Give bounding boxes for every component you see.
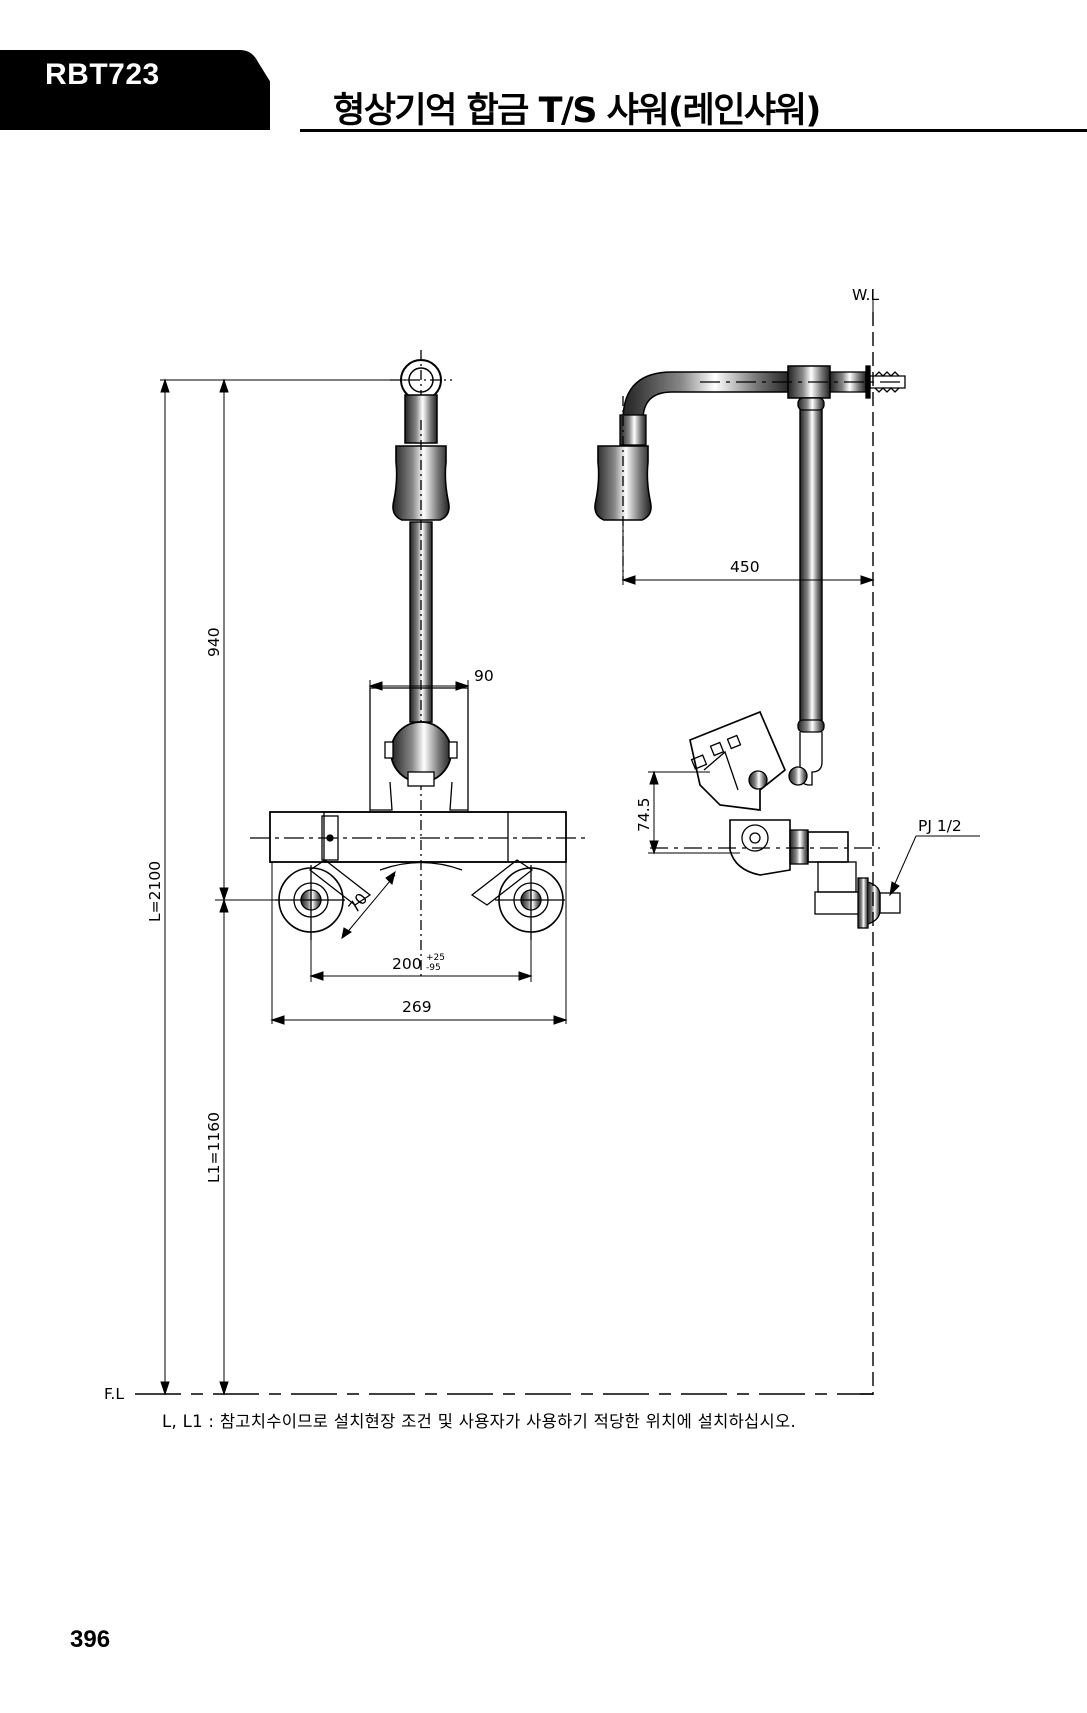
dim-inlet-spacing: 200 — [392, 955, 422, 973]
wall-line-label: W.L — [852, 286, 879, 304]
installation-note: L, L1 : 참고치수이므로 설치현장 조건 및 사용자가 사용하기 적당한 … — [162, 1412, 797, 1431]
dim-lower-height: L1=1160 — [205, 1112, 223, 1183]
model-tab — [0, 50, 270, 130]
dim-total-height: L=2100 — [146, 861, 164, 922]
dim-pipe-offset: 90 — [474, 667, 494, 685]
mixer-body-front — [269, 811, 567, 863]
connection-label: PJ 1/2 — [918, 817, 962, 835]
floor-line-label: F.L — [104, 1385, 124, 1403]
dim-side-height: 74.5 — [635, 797, 653, 832]
dim-arm-reach: 450 — [730, 558, 760, 576]
dim-handle-angle: 70 — [345, 890, 371, 917]
mixer-body-side — [689, 710, 787, 811]
dim-upper-height: 940 — [205, 627, 223, 657]
header-rule — [300, 129, 1087, 132]
riser-pipe-side — [799, 397, 823, 724]
dim-body-width: 269 — [402, 998, 432, 1016]
page-number: 396 — [70, 1626, 111, 1653]
page-title: 형상기억 합금 T/S 샤워(레인샤워) — [333, 91, 821, 131]
model-code: RBT723 — [45, 58, 160, 91]
shower-arm-side — [622, 371, 791, 421]
dim-inlet-tol-upper: +25 — [426, 953, 445, 963]
dim-inlet-tol-lower: -95 — [426, 963, 441, 973]
